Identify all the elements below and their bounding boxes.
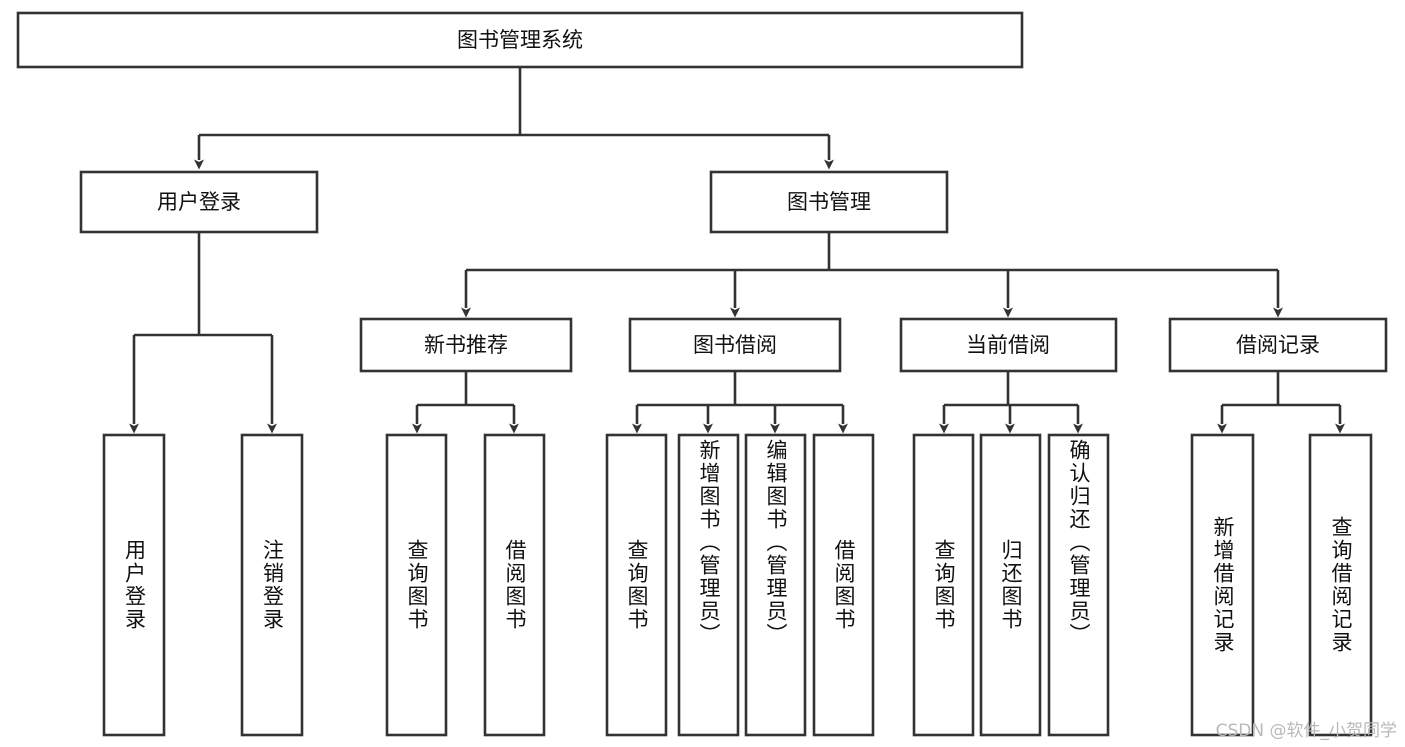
leaf-query-record-box[interactable] xyxy=(1308,433,1373,737)
csdn-watermark: CSDN @软件_小贺同学 xyxy=(1215,721,1397,741)
node-book-borrow-label: 图书借阅 xyxy=(693,333,777,357)
node-book-manage-box[interactable] xyxy=(709,170,949,234)
node-book-borrow[interactable]: 图书借阅 xyxy=(628,317,842,373)
leaf-edit-book-box[interactable] xyxy=(744,433,807,737)
node-current-borrow-box[interactable] xyxy=(899,317,1118,373)
leaf-logout-box[interactable] xyxy=(240,433,304,737)
connector-borrow-record-to-leaves xyxy=(1217,371,1345,434)
node-user-login-label: 用户登录 xyxy=(157,190,241,214)
node-current-borrow[interactable]: 当前借阅 xyxy=(899,317,1118,373)
node-borrow-record-box[interactable] xyxy=(1168,317,1388,373)
leaf-return-book-box[interactable] xyxy=(979,433,1042,737)
leaf-borrow-book-box[interactable] xyxy=(812,433,875,737)
leaf-query-book-borrow-box[interactable] xyxy=(605,433,668,737)
node-user-login[interactable]: 用户登录 xyxy=(79,170,319,234)
node-borrow-record-label: 借阅记录 xyxy=(1236,333,1320,357)
node-book-borrow-box[interactable] xyxy=(628,317,842,373)
connector-user-login-to-leaves xyxy=(129,232,277,434)
node-new-book-rec-label: 新书推荐 xyxy=(424,333,508,357)
node-borrow-record[interactable]: 借阅记录 xyxy=(1168,317,1388,373)
leaf-user-login-box[interactable] xyxy=(102,433,166,737)
leaf-borrow-book-rec-box[interactable] xyxy=(483,433,546,737)
node-root-box[interactable] xyxy=(16,11,1024,69)
node-current-borrow-label: 当前借阅 xyxy=(966,333,1050,357)
node-book-manage-label: 图书管理 xyxy=(787,190,871,214)
leaf-confirm-return-box[interactable] xyxy=(1047,433,1110,737)
connector-book-borrow-to-leaves xyxy=(632,371,848,434)
node-root-label: 图书管理系统 xyxy=(457,28,583,52)
leaf-add-record-box[interactable] xyxy=(1190,433,1255,737)
leaf-query-book-cur-box[interactable] xyxy=(912,433,975,737)
connector-root-to-level2 xyxy=(194,67,834,170)
leaf-query-book-rec-box[interactable] xyxy=(385,433,448,737)
node-book-manage[interactable]: 图书管理 xyxy=(709,170,949,234)
node-new-book-rec[interactable]: 新书推荐 xyxy=(359,317,573,373)
connector-current-borrow-to-leaves xyxy=(939,371,1083,434)
node-new-book-rec-box[interactable] xyxy=(359,317,573,373)
connector-new-book-rec-to-leaves xyxy=(412,371,519,434)
node-root[interactable]: 图书管理系统 xyxy=(16,11,1024,69)
connector-book-manage-to-level3 xyxy=(461,232,1283,318)
leaf-add-book-box[interactable] xyxy=(677,433,740,737)
